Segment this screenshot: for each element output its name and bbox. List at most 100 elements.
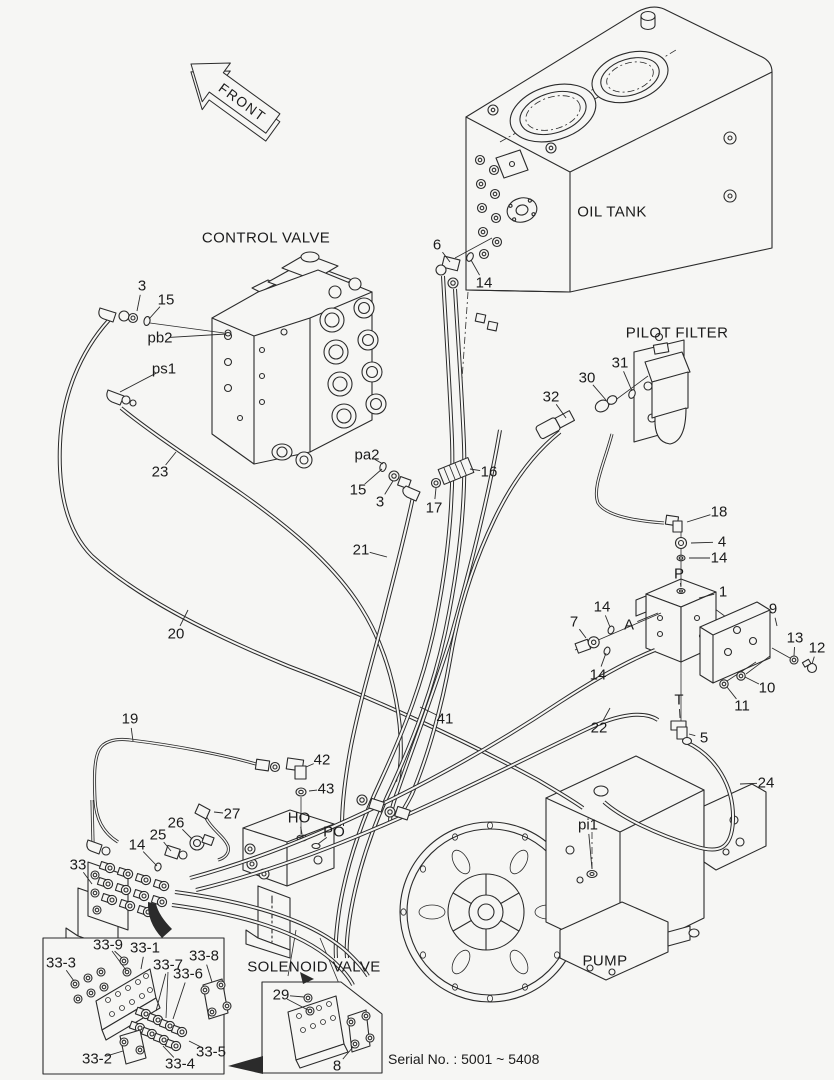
leader-33-4 [162,1045,175,1058]
callout-14: 14 [475,274,493,292]
leader-3 [136,294,141,312]
leader-33-3 [65,970,75,982]
leader-23 [165,451,177,466]
callout-17: 17 [425,499,443,517]
callout-25: 25 [149,826,167,844]
callout-22: 22 [590,719,608,737]
inset-detail-solenoid [261,981,383,1074]
leader-1 [698,593,715,599]
callout-14: 14 [710,549,728,567]
callout-43: 43 [317,780,335,798]
callout-1: 1 [718,583,728,601]
leader-8 [342,1046,354,1060]
callout-pb2: pb2 [147,329,173,347]
leader-17 [434,487,437,500]
callout-27: 27 [223,805,241,823]
callout-ps1: ps1 [151,360,177,378]
callout-6: 6 [432,236,442,254]
pump-drawing [399,755,767,1003]
leader-33-2 [105,1050,124,1057]
callout-33-2: 33-2 [81,1050,113,1068]
callout-33-3: 33-3 [45,954,77,972]
leader-25 [163,841,172,852]
leader-33-8 [206,964,213,983]
leader-19 [130,727,134,742]
leader-22 [602,707,611,721]
leader-41 [419,706,438,716]
callout-33-9: 33-9 [92,936,124,954]
leader-layer [65,251,815,1060]
leader-13 [793,646,795,657]
callout-9: 9 [768,600,778,618]
callout-PO: PO [323,823,345,841]
leader-4 [690,541,714,544]
leader-pa2 [374,459,384,465]
callout-31: 31 [611,354,629,372]
leader-HO [300,826,303,835]
leader-30 [592,384,607,401]
callout-42: 42 [313,751,331,769]
leader-24 [739,782,758,785]
leader-ps1 [119,372,157,393]
leader-33-9 [114,950,123,959]
leader-27 [213,811,224,814]
callout-33-4: 33-4 [164,1055,196,1073]
leader-15 [148,306,161,320]
front-arrow: FRONT [190,62,281,142]
leader-pi1 [588,833,593,870]
callout-21: 21 [352,541,370,559]
extra-leaders [111,832,593,1019]
control-valve-drawing [211,251,387,469]
leader-A [637,612,659,622]
tank-port-fittings [474,154,503,260]
section-label-oil-tank: OIL TANK [577,203,647,221]
leader-10 [744,676,760,685]
leader-33-7 [155,973,167,1012]
pilot-block-drawing [635,578,753,722]
leader-16 [469,468,481,472]
leader-PO [317,837,328,845]
callout-13: 13 [786,629,804,647]
leader-15 [364,468,383,485]
leader-T [679,708,681,719]
callout-23: 23 [151,463,169,481]
callout-14: 14 [128,836,146,854]
leader-33 [82,871,93,885]
section-label-pilot-filter: PILOT FILTER [625,324,729,342]
callout-33-6: 33-6 [172,965,204,983]
leader-33-1 [140,956,144,970]
leader-14 [470,259,480,276]
leader-14 [142,851,158,867]
leader-pb2 [168,333,227,338]
callout-26: 26 [167,814,185,832]
callout-5: 5 [699,729,709,747]
pilot-filter-drawing [594,332,691,445]
solenoid-valve-drawing [242,809,351,1011]
callout-pi1: pi1 [577,816,599,834]
callout-A: A [623,616,635,634]
leader-20 [179,609,189,627]
callout-33-8: 33-8 [188,947,220,965]
valve-caps [319,277,387,429]
callout-15: 15 [349,481,367,499]
leader-29 [289,995,305,998]
leader-43 [308,789,318,792]
callout-29: 29 [272,986,290,1004]
callout-15: 15 [157,291,175,309]
callout-10: 10 [758,679,776,697]
section-label-solenoid-valve: SOLENOID VALVE [247,958,381,976]
oil-tank-drawing [461,6,773,381]
leader-7 [579,628,587,639]
leader-32 [555,404,567,419]
leader-31 [623,371,633,392]
section-label-control-valve: CONTROL VALVE [201,229,331,247]
leader-33-5 [188,1040,204,1049]
leader-11 [726,686,737,700]
leader-3 [384,480,394,495]
callout-24: 24 [757,774,775,792]
section-label-pump: PUMP [582,952,628,970]
leader-26 [182,829,193,840]
callout-14: 14 [589,666,607,684]
